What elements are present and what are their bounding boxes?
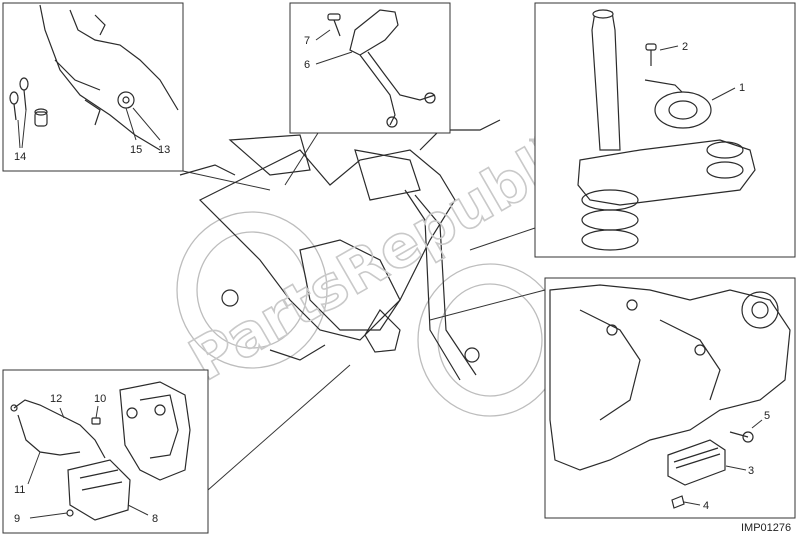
- callout-8: 8: [152, 513, 158, 525]
- regulator-part: [667, 439, 726, 486]
- panel-tail-section: 13 14 15: [2, 2, 271, 191]
- grommet-part: [117, 91, 135, 109]
- ecu-part: [67, 459, 131, 521]
- bulb-parts: [9, 77, 29, 121]
- panel-horn: 2 1: [469, 2, 796, 258]
- panel-bracket: 7 6: [284, 2, 451, 186]
- callout-12: 12: [50, 393, 62, 405]
- callout-6: 6: [304, 59, 310, 71]
- callout-7: 7: [304, 35, 310, 47]
- sensor-part: [729, 431, 754, 443]
- horn-part: [644, 79, 712, 129]
- callout-11: 11: [14, 484, 25, 496]
- callout-15: 15: [130, 144, 142, 156]
- callout-3: 3: [748, 465, 754, 477]
- screw-part: [66, 509, 74, 517]
- callout-1: 1: [739, 82, 745, 94]
- connector-part: [91, 417, 101, 425]
- panel-engine: 5 3 4 IMP01276: [429, 277, 796, 534]
- callout-5: 5: [764, 410, 770, 422]
- callout-4: 4: [703, 500, 709, 512]
- screw-part: [671, 495, 685, 509]
- panel-ecu: 10 12 11 9 8: [2, 364, 351, 534]
- bulb-socket-part: [34, 108, 48, 127]
- callout-13: 13: [158, 144, 170, 156]
- screw-part: [327, 13, 341, 37]
- callout-14: 14: [14, 151, 26, 163]
- callout-2: 2: [682, 41, 688, 53]
- bolt-part: [645, 43, 657, 66]
- diagram-code: IMP01276: [741, 522, 791, 534]
- callout-10: 10: [94, 393, 106, 405]
- callout-9: 9: [14, 513, 20, 525]
